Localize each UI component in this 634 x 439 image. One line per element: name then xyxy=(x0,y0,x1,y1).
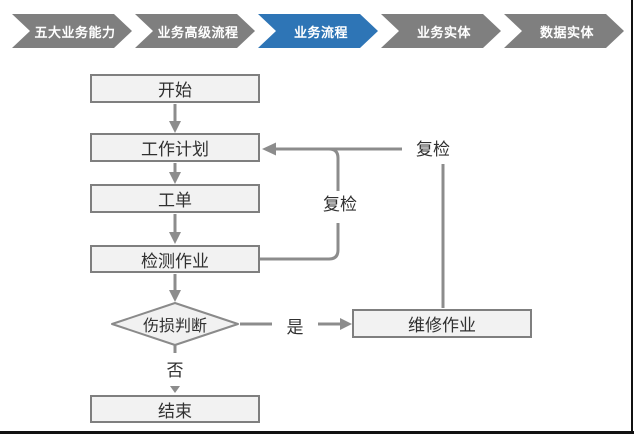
node-repair-job-label: 维修作业 xyxy=(408,316,476,335)
node-work-order: 工单 xyxy=(90,184,260,213)
node-work-plan-label: 工作计划 xyxy=(141,140,209,159)
breadcrumb-step-business-entity[interactable]: 业务实体 xyxy=(381,14,501,48)
breadcrumb-step-label: 业务实体 xyxy=(416,24,471,40)
breadcrumb-step-five-capabilities[interactable]: 五大业务能力 xyxy=(12,14,132,48)
arrowhead-into-order xyxy=(169,172,181,184)
recheck-outer-text: 复检 xyxy=(416,139,450,159)
node-damage-decision-label: 伤损判断 xyxy=(142,318,207,335)
yes-text: 是 xyxy=(286,317,304,337)
arrowhead-into-plan-right xyxy=(262,142,276,156)
arrowhead-into-end xyxy=(170,386,180,393)
node-end-label: 结束 xyxy=(158,401,192,421)
edge-label-no: 否 xyxy=(160,357,190,380)
arrowhead-into-repair xyxy=(340,318,352,330)
edge-label-recheck-outer: 复检 xyxy=(405,135,461,159)
breadcrumb-step-label: 数据实体 xyxy=(539,24,594,40)
node-damage-decision: 伤损判断 xyxy=(115,313,235,335)
arrowhead-into-plan-top xyxy=(169,121,181,133)
edge-label-recheck-inner: 复检 xyxy=(312,190,368,214)
breadcrumb-step-business-process-active[interactable]: 业务流程 xyxy=(258,14,378,48)
breadcrumb-step-label: 五大业务能力 xyxy=(34,24,116,40)
node-start-label: 开始 xyxy=(158,81,192,100)
breadcrumb-step-high-level-process[interactable]: 业务高级流程 xyxy=(135,14,255,48)
edge-recheck-inner-lower xyxy=(260,223,340,261)
node-start: 开始 xyxy=(90,74,260,103)
recheck-inner-text: 复检 xyxy=(323,194,357,214)
node-inspection-job: 检测作业 xyxy=(90,245,260,273)
right-border-line xyxy=(631,0,633,434)
edge-recheck-inner-upper xyxy=(328,147,340,191)
node-work-plan: 工作计划 xyxy=(90,133,260,162)
node-inspection-job-label: 检测作业 xyxy=(141,251,209,271)
node-work-order-label: 工单 xyxy=(158,191,192,210)
node-repair-job: 维修作业 xyxy=(352,309,532,338)
arrowhead-into-decision xyxy=(169,290,181,302)
node-end: 结束 xyxy=(90,395,260,423)
bottom-border-line xyxy=(0,431,634,434)
breadcrumb-step-label: 业务流程 xyxy=(293,24,348,40)
no-text: 否 xyxy=(166,360,184,380)
decision-diamond-shape xyxy=(111,302,239,346)
breadcrumb-step-data-entity[interactable]: 数据实体 xyxy=(504,14,624,48)
arrowhead-into-inspect xyxy=(169,232,181,244)
breadcrumb-step-label: 业务高级流程 xyxy=(157,24,239,40)
edge-label-yes: 是 xyxy=(280,314,310,337)
